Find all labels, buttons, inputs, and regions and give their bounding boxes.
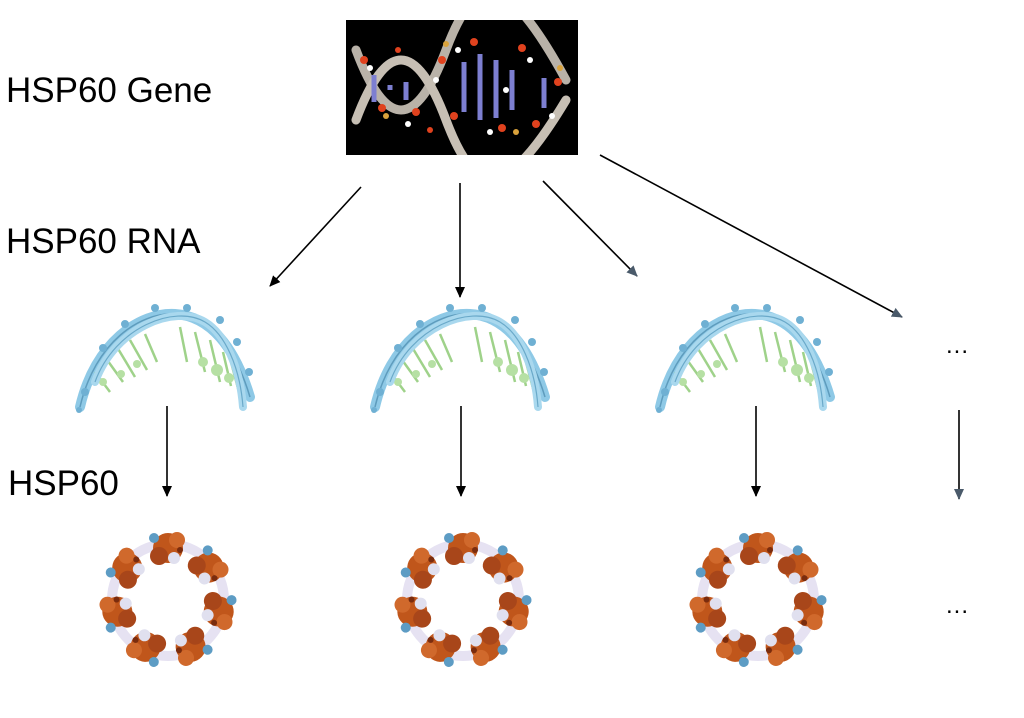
- rna-structure-3: [656, 304, 833, 413]
- protein-label: HSP60: [8, 464, 119, 503]
- hsp60-ring-1: [98, 532, 239, 670]
- arrow-gene-to-rna-3: [542, 180, 638, 277]
- rna-structure-1: [76, 304, 253, 413]
- arrow-gene-to-rna-1: [269, 186, 362, 287]
- hsp60-ring-2: [393, 532, 534, 670]
- gene-label: HSP60 Gene: [6, 71, 213, 110]
- protein-ellipsis: ...: [946, 592, 970, 619]
- hsp60-ring-3: [688, 532, 829, 670]
- rna-ellipsis: ...: [946, 332, 970, 359]
- rna-label: HSP60 RNA: [6, 222, 201, 261]
- rna-structure-2: [371, 304, 548, 413]
- arrow-gene-to-rna-more: [599, 154, 903, 318]
